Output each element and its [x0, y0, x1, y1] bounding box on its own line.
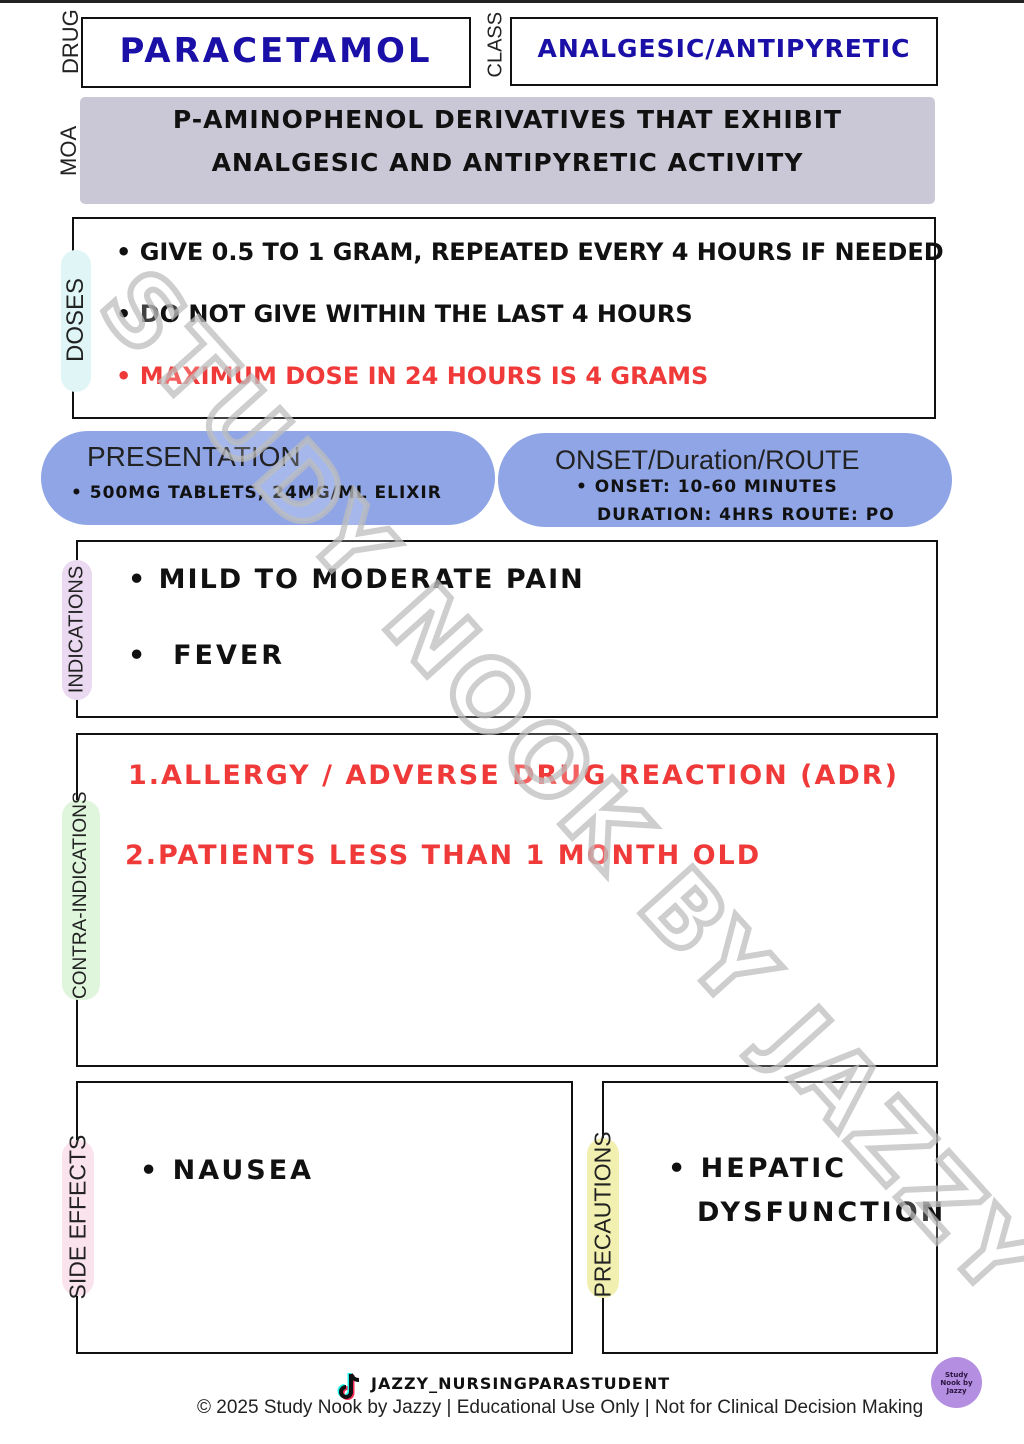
dose-item: • DO NOT GIVE WITHIN THE LAST 4 HOURS [116, 300, 693, 328]
brand-logo: Study Nook by Jazzy [931, 1357, 982, 1408]
footer-handle: JAZZY_NURSINGPARASTUDENT [371, 1374, 671, 1393]
precaution-text: HEPATIC [700, 1153, 848, 1184]
dose-text: GIVE 0.5 TO 1 GRAM, REPEATED EVERY 4 HOU… [139, 238, 944, 266]
doses-label: DOSES [62, 277, 89, 363]
brand-logo-text: Study Nook by Jazzy [940, 1370, 973, 1395]
tiktok-icon [336, 1372, 364, 1402]
dose-text: DO NOT GIVE WITHIN THE LAST 4 HOURS [139, 300, 693, 328]
drug-name: PARACETAMOL [119, 31, 433, 71]
doses-label-pill [61, 250, 91, 392]
indication-item: • MILD TO MODERATE PAIN [128, 564, 585, 595]
side-effects-label: SIDE EFFECTS [64, 1134, 91, 1300]
footer-copyright: © 2025 Study Nook by Jazzy | Educational… [197, 1397, 924, 1418]
indication-text: FEVER [173, 640, 286, 671]
moa-box: P-AMINOPHENOL DERIVATIVES THAT EXHIBIT A… [80, 97, 935, 204]
precaution-item: • HEPATIC [668, 1153, 848, 1184]
indications-label: INDICATIONS [65, 565, 88, 694]
dose-item-max: • MAXIMUM DOSE IN 24 HOURS IS 4 GRAMS [116, 362, 709, 390]
precautions-label-pill [587, 1138, 619, 1298]
indication-item: • FEVER [128, 640, 286, 671]
contraindication-item: 2.PATIENTS LESS THAN 1 MONTH OLD [125, 840, 762, 871]
contraindications-label: CONTRA-INDICATIONS [70, 791, 91, 999]
onset-line: ONSET: 10-60 MINUTES [594, 477, 838, 497]
top-border [0, 0, 1024, 3]
contraindications-label-pill [62, 800, 100, 1000]
moa-label: MOA [56, 125, 81, 176]
moa-line-1: P-AMINOPHENOL DERIVATIVES THAT EXHIBIT [172, 105, 843, 134]
moa-line-2: ANALGESIC AND ANTIPYRETIC ACTIVITY [211, 148, 804, 177]
drug-box: PARACETAMOL [81, 17, 471, 88]
precaution-text-2: DYSFUNCTION [697, 1197, 947, 1228]
onset-pill: ONSET/Duration/ROUTE • ONSET: 10-60 MINU… [498, 433, 952, 527]
side-effects-box [76, 1081, 573, 1354]
side-effect-text: NAUSEA [172, 1155, 315, 1186]
presentation-item: 500MG TABLETS, 24MG/ML ELIXIR [89, 483, 442, 503]
class-name: ANALGESIC/ANTIPYRETIC [537, 34, 911, 63]
indication-text: MILD TO MODERATE PAIN [158, 564, 585, 595]
duration-route-line: DURATION: 4HRS ROUTE: PO [597, 505, 895, 525]
indications-label-pill [62, 560, 92, 700]
doses-box [72, 217, 936, 419]
presentation-label: PRESENTATION [87, 441, 301, 472]
dose-text: MAXIMUM DOSE IN 24 HOURS IS 4 GRAMS [139, 362, 709, 390]
class-box: ANALGESIC/ANTIPYRETIC [510, 17, 938, 86]
contraindication-item: 1.ALLERGY / ADVERSE DRUG REACTION (ADR) [128, 760, 899, 791]
contraindications-box [76, 733, 938, 1067]
precautions-box [602, 1081, 938, 1354]
side-effects-label-pill [62, 1140, 94, 1296]
indications-box [76, 540, 938, 718]
presentation-pill: PRESENTATION • 500MG TABLETS, 24MG/ML EL… [41, 431, 495, 525]
precautions-label: PRECAUTIONS [589, 1131, 616, 1298]
dose-item: • GIVE 0.5 TO 1 GRAM, REPEATED EVERY 4 H… [116, 238, 944, 266]
side-effect-item: • NAUSEA [140, 1155, 315, 1186]
onset-label: ONSET/Duration/ROUTE [555, 445, 860, 475]
class-label: CLASS [484, 11, 507, 78]
